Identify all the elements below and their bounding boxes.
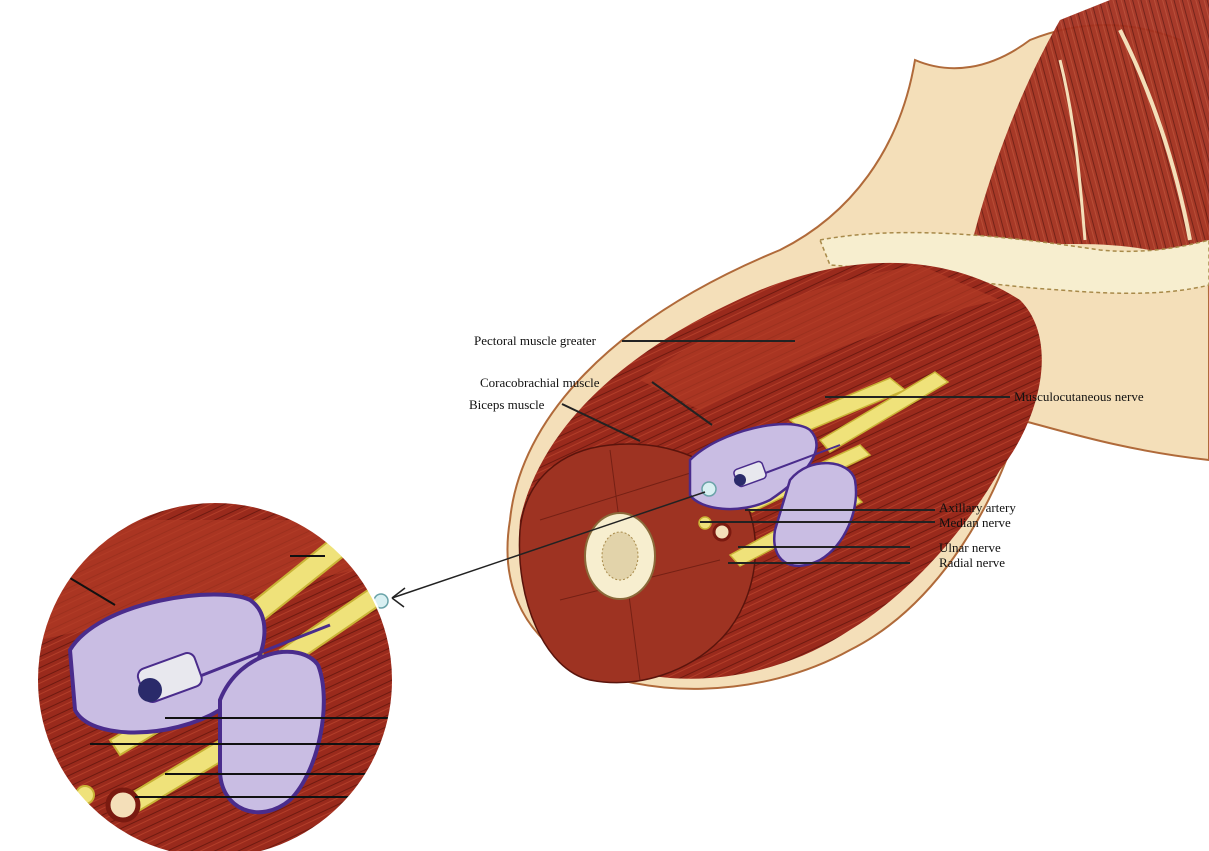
label-median-nerve: Median nerve <box>939 516 1011 530</box>
label-pectoral-muscle: Pectoral muscle greater <box>474 334 596 348</box>
label-musculocutaneous-nerve: Musculocutaneous nerve <box>1014 390 1144 404</box>
label-radial-nerve: Radial nerve <box>939 556 1005 570</box>
label-ulnar-nerve: Ulnar nerve <box>939 541 1001 555</box>
label-coracobrachial-muscle: Coracobrachial muscle <box>480 376 599 390</box>
label-axillary-artery: Axillary artery <box>939 501 1016 515</box>
magnified-view <box>0 500 420 851</box>
label-biceps-muscle: Biceps muscle <box>469 398 544 412</box>
